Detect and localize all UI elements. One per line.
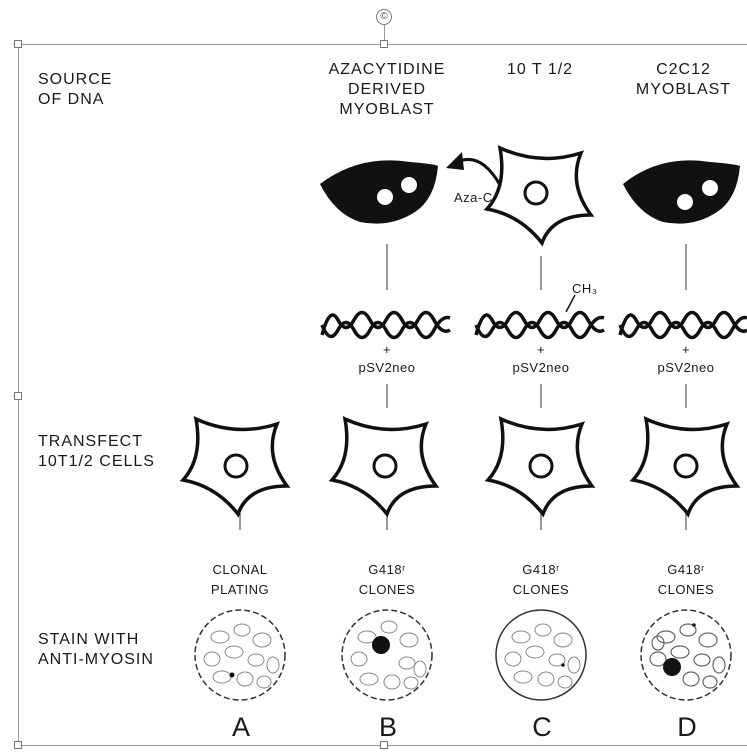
c2c12-myoblast-cell — [623, 160, 740, 223]
recipient-cell-b — [332, 419, 436, 514]
methyl-bond — [566, 295, 575, 312]
panel-letter-a: A — [211, 712, 271, 742]
panel-letter-c: C — [512, 712, 572, 742]
culture-dish-c — [496, 610, 586, 700]
culture-dish-d — [641, 610, 731, 700]
selection-a: CLONAL PLATING — [190, 560, 290, 600]
plasmid-c: pSV2neo — [486, 360, 596, 376]
plasmid-b: pSV2neo — [332, 360, 442, 376]
selection-b: G418ʳ CLONES — [337, 560, 437, 600]
dna-helix-azacytidine — [322, 313, 450, 338]
label-stain: STAIN WITH ANTI-MYOSIN — [38, 630, 188, 670]
recipient-cell-d — [633, 419, 737, 514]
selection-c: G418ʳ CLONES — [491, 560, 591, 600]
aza-arrowhead — [446, 152, 464, 170]
methyl-label: CH₃ — [572, 281, 612, 297]
plus-b: + — [367, 342, 407, 358]
recipient-cell-a — [183, 419, 287, 514]
panel-letter-b: B — [358, 712, 418, 742]
culture-dish-b — [342, 610, 432, 700]
selection-d: G418ʳ CLONES — [636, 560, 736, 600]
header-c2c12: C2C12 MYOBLAST — [620, 60, 747, 100]
culture-dish-a — [195, 610, 285, 700]
azacytidine-myoblast-cell — [320, 160, 438, 223]
plus-c: + — [521, 342, 561, 358]
dna-helix-10t12 — [476, 313, 604, 338]
recipient-cell-c — [488, 419, 592, 514]
aza-c-label: Aza-C — [454, 190, 504, 206]
plus-d: + — [666, 342, 706, 358]
label-source-of-dna: SOURCE OF DNA — [38, 70, 168, 110]
header-azacytidine: AZACYTIDINE DERIVED MYOBLAST — [297, 60, 477, 120]
header-10t12: 10 T 1/2 — [480, 60, 600, 80]
plasmid-d: pSV2neo — [631, 360, 741, 376]
label-transfect: TRANSFECT 10T1/2 CELLS — [38, 432, 188, 472]
dna-helix-c2c12 — [620, 313, 747, 338]
panel-letter-d: D — [657, 712, 717, 742]
